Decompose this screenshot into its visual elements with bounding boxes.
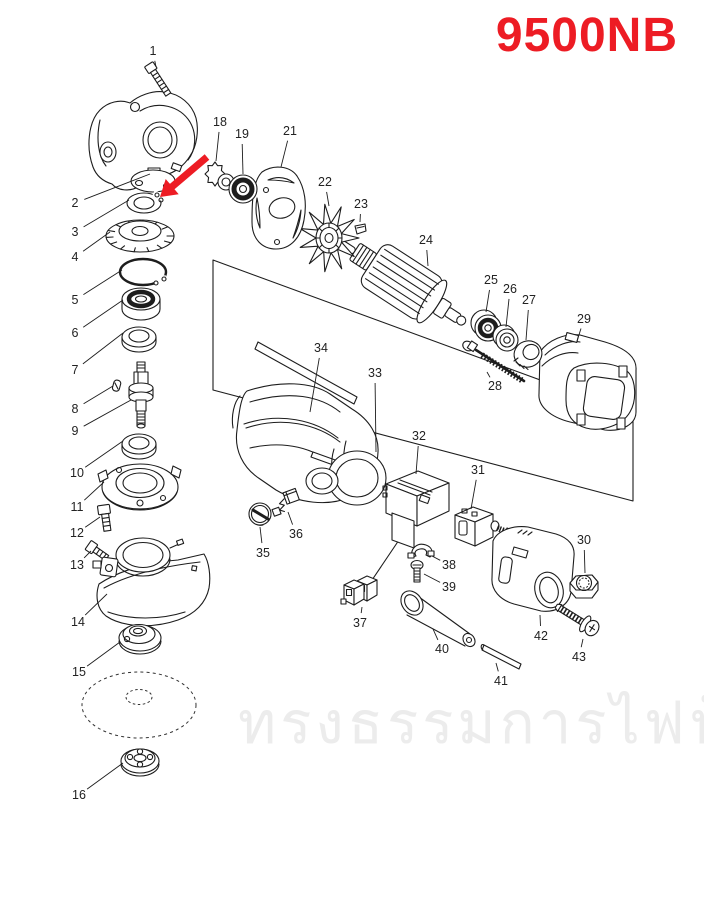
leader-line-19 xyxy=(241,143,244,175)
leader-line-3 xyxy=(83,199,130,228)
part-30-hex-nut xyxy=(569,574,599,599)
part-8-key xyxy=(111,379,122,392)
model-title: 9500NB xyxy=(495,9,678,62)
assembly-line xyxy=(369,539,400,584)
part-3-clamp-washer xyxy=(126,190,164,214)
part-26-washer xyxy=(492,324,519,352)
leader-line-5 xyxy=(83,269,123,295)
leader-line-31 xyxy=(470,479,477,510)
part-31-switch xyxy=(454,506,515,547)
leader-line-27 xyxy=(525,309,529,341)
part-6-bearing xyxy=(121,287,161,321)
part-19-bearing xyxy=(228,174,258,204)
callout-arrow xyxy=(160,154,210,197)
leader-line-7 xyxy=(82,332,124,365)
part-42-rear-cover xyxy=(491,526,575,612)
leader-line-12 xyxy=(84,516,101,528)
part-10-felt-ring xyxy=(121,433,157,460)
part-32-holder-cover xyxy=(382,470,450,549)
leader-line-18 xyxy=(215,131,220,162)
part-43-screw xyxy=(554,603,600,637)
part-36-carbon-brush xyxy=(271,487,300,517)
leader-line-40 xyxy=(432,628,439,641)
part-14-wheel-guard xyxy=(92,537,211,627)
leader-line-21 xyxy=(280,140,289,168)
leader-line-34 xyxy=(309,357,320,413)
leader-line-39 xyxy=(423,573,441,583)
leader-line-42 xyxy=(539,614,541,627)
leader-line-35 xyxy=(259,526,263,544)
part-38-clip xyxy=(407,543,435,559)
part-39-screw xyxy=(410,559,424,583)
leader-line-15 xyxy=(86,641,121,667)
part-40-cord-guard xyxy=(400,590,476,648)
perspective-plane xyxy=(212,259,634,502)
part-12-screw xyxy=(96,503,112,532)
leader-line-14 xyxy=(84,593,108,616)
part-24-armature xyxy=(339,240,467,326)
leader-line-28 xyxy=(486,371,491,378)
leader-line-33 xyxy=(374,382,377,453)
part-4-bevel-gear xyxy=(105,219,175,253)
leader-line-2 xyxy=(84,173,151,200)
part-28-screw xyxy=(462,340,526,384)
leader-line-24 xyxy=(426,249,429,267)
leader-line-11 xyxy=(83,481,105,501)
part-16-lock-nut xyxy=(120,748,160,777)
part-7-washer xyxy=(121,326,157,353)
leader-line-9 xyxy=(83,399,132,427)
leader-lines xyxy=(82,60,586,790)
part-27-sleeve xyxy=(513,340,543,371)
leader-line-8 xyxy=(83,385,114,405)
part-1-screw xyxy=(144,61,172,97)
leader-line-30 xyxy=(583,549,586,574)
part-5-circlip xyxy=(118,257,169,288)
part-34-name-plate xyxy=(254,341,358,405)
leader-line-41 xyxy=(495,662,499,672)
grinding-wheel-outline xyxy=(81,671,197,739)
part-41-cord xyxy=(480,644,522,670)
part-23-key xyxy=(354,223,367,235)
watermark-text: ทรงธรรมการไฟฟ้า xyxy=(238,691,704,756)
part-15-inner-flange xyxy=(118,623,162,655)
leader-line-16 xyxy=(86,762,124,790)
leader-line-29 xyxy=(576,328,582,342)
leader-line-26 xyxy=(505,298,510,328)
leader-line-36 xyxy=(287,511,294,525)
leader-line-43 xyxy=(580,638,584,648)
leader-line-10 xyxy=(84,440,124,468)
leader-line-38 xyxy=(431,555,441,561)
part-35-brush-cap xyxy=(248,502,272,526)
part-21-baffle-plate xyxy=(251,166,306,250)
leader-line-37 xyxy=(360,606,363,614)
leader-line-4 xyxy=(82,231,111,252)
part-33-motor-housing xyxy=(231,383,387,506)
part-37-terminal-block xyxy=(340,575,378,606)
leader-line-25 xyxy=(485,289,490,313)
leader-line-1 xyxy=(154,60,157,68)
part-22-fan xyxy=(299,203,360,273)
leader-line-6 xyxy=(82,299,124,328)
part-11-bearing-box xyxy=(97,463,182,511)
leader-line-13 xyxy=(83,550,92,559)
leader-line-32 xyxy=(415,445,419,475)
part-29-field xyxy=(538,331,637,431)
leader-line-22 xyxy=(326,191,330,207)
part-9-spindle xyxy=(128,361,154,429)
